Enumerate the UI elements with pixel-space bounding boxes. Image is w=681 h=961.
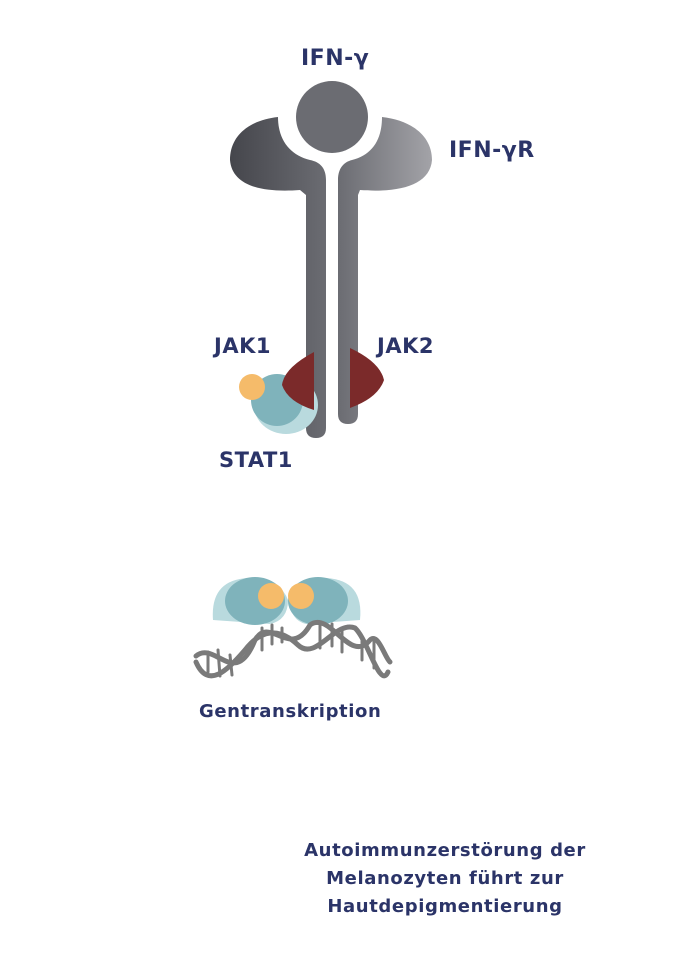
stat-dimer-icon [212,577,361,625]
dna-helix-icon [193,620,393,679]
receptor-label: IFN-γR [449,138,535,163]
caption: Autoimmunzerstörung der Melanozyten führ… [286,837,604,921]
jak-kinase-icon [282,352,314,410]
transcription-label: Gentranskription [199,701,382,722]
caption-line-2: Melanozyten führt zur [326,868,564,889]
ligand-label: IFN-γ [301,46,370,71]
jak-kinase-icon [350,348,384,408]
caption-line-3: Hautdepigmentierung [327,896,563,917]
stat1-label: STAT1 [219,448,293,472]
jak2-label: JAK2 [377,334,434,358]
receptor-right-chain [338,117,432,424]
ligand-icon [296,81,368,153]
jak1-label: JAK1 [214,334,271,358]
caption-line-1: Autoimmunzerstörung der [304,840,586,861]
